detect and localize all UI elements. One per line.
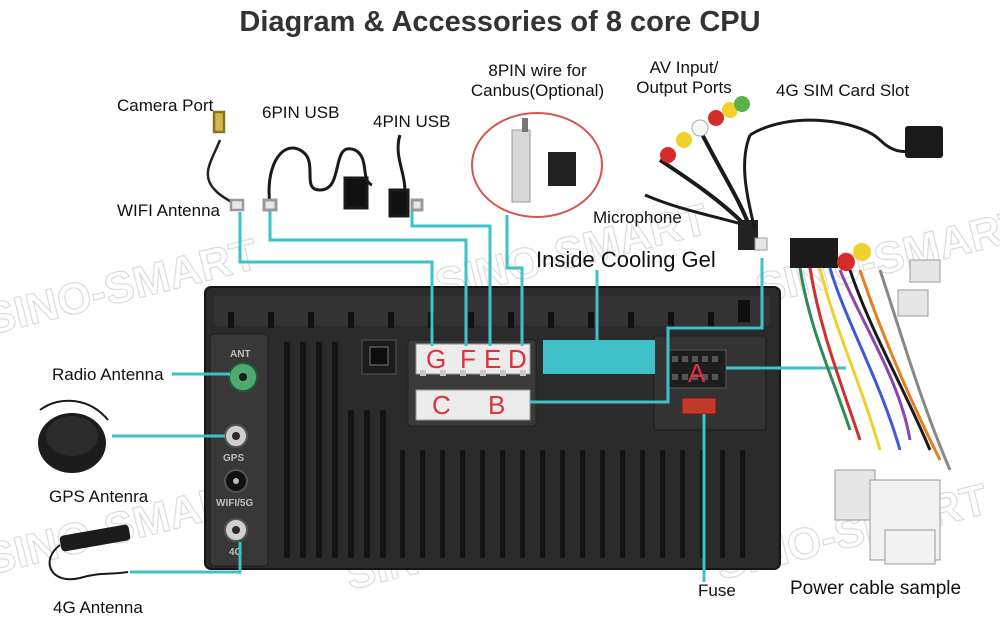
connector-block-cb [415,389,531,421]
radio-antenna-port [228,362,258,392]
port-label-4g: 4G [229,547,243,558]
cooling-gel-label: Inside Cooling Gel [536,247,716,272]
port-label-gps: GPS [223,453,244,464]
usb-4pin-cable [388,134,424,218]
wifi-antenna-label: WIFI Antenna [117,201,220,220]
power-harness [790,238,952,565]
canbus-wire-label: 8PIN wire for Canbus(Optional) [470,61,605,100]
gps-antenna-label: GPS Antenra [49,487,149,506]
port-label-ant: ANT [230,349,251,360]
wifi-port [224,469,248,493]
connector-letter-b: B [488,390,505,420]
line-canbus-to-d [505,215,524,346]
connector-letter-f: F [460,344,476,374]
connector-letter-c: C [432,390,451,420]
av-cable-bundle [644,96,768,251]
cooling-gel-marker [543,340,655,374]
gps-port [224,424,248,448]
camera-port-cable [206,110,245,212]
radio-antenna-label: Radio Antenna [52,365,164,384]
port-label-wifi: WIFI/5G [216,498,253,509]
watermark-text: SINO-SMART [751,200,1000,315]
line-4g-antenna [130,542,242,574]
connector-letter-d: D [508,344,527,374]
4g-port [224,518,248,542]
power-cable-label: Power cable sample [790,578,962,599]
camera-port-label: Camera Port [117,96,214,115]
4g-antenna-device [48,524,131,581]
sim-slot-label: 4G SIM Card Slot [776,81,910,100]
line-wifi-to-g [238,212,434,346]
microphone-label: Microphone [593,208,682,227]
4g-antenna-label: 4G Antenna [53,598,143,617]
gps-antenna-device [38,399,109,473]
line-microphone-to-b [530,258,764,404]
sim-cable [743,118,943,231]
connector-letter-e: E [484,344,501,374]
usb-6pin-cable [262,146,373,212]
connector-letter-a: A [688,358,706,388]
diagram-title: Diagram & Accessories of 8 core CPU [239,6,761,38]
av-ports-label: AV Input/ Output Ports [636,58,732,97]
callout-lines [112,208,846,582]
usb-6pin-label: 6PIN USB [262,103,340,122]
line-6pin-to-f [268,208,468,346]
connector-block-gfed [415,343,531,376]
fuse-label: Fuse [698,581,736,600]
usb-4pin-label: 4PIN USB [373,112,451,131]
fuse-body [681,397,717,415]
canbus-callout [471,112,603,218]
line-4pin-to-e [410,210,492,346]
connector-letter-g: G [426,344,446,374]
